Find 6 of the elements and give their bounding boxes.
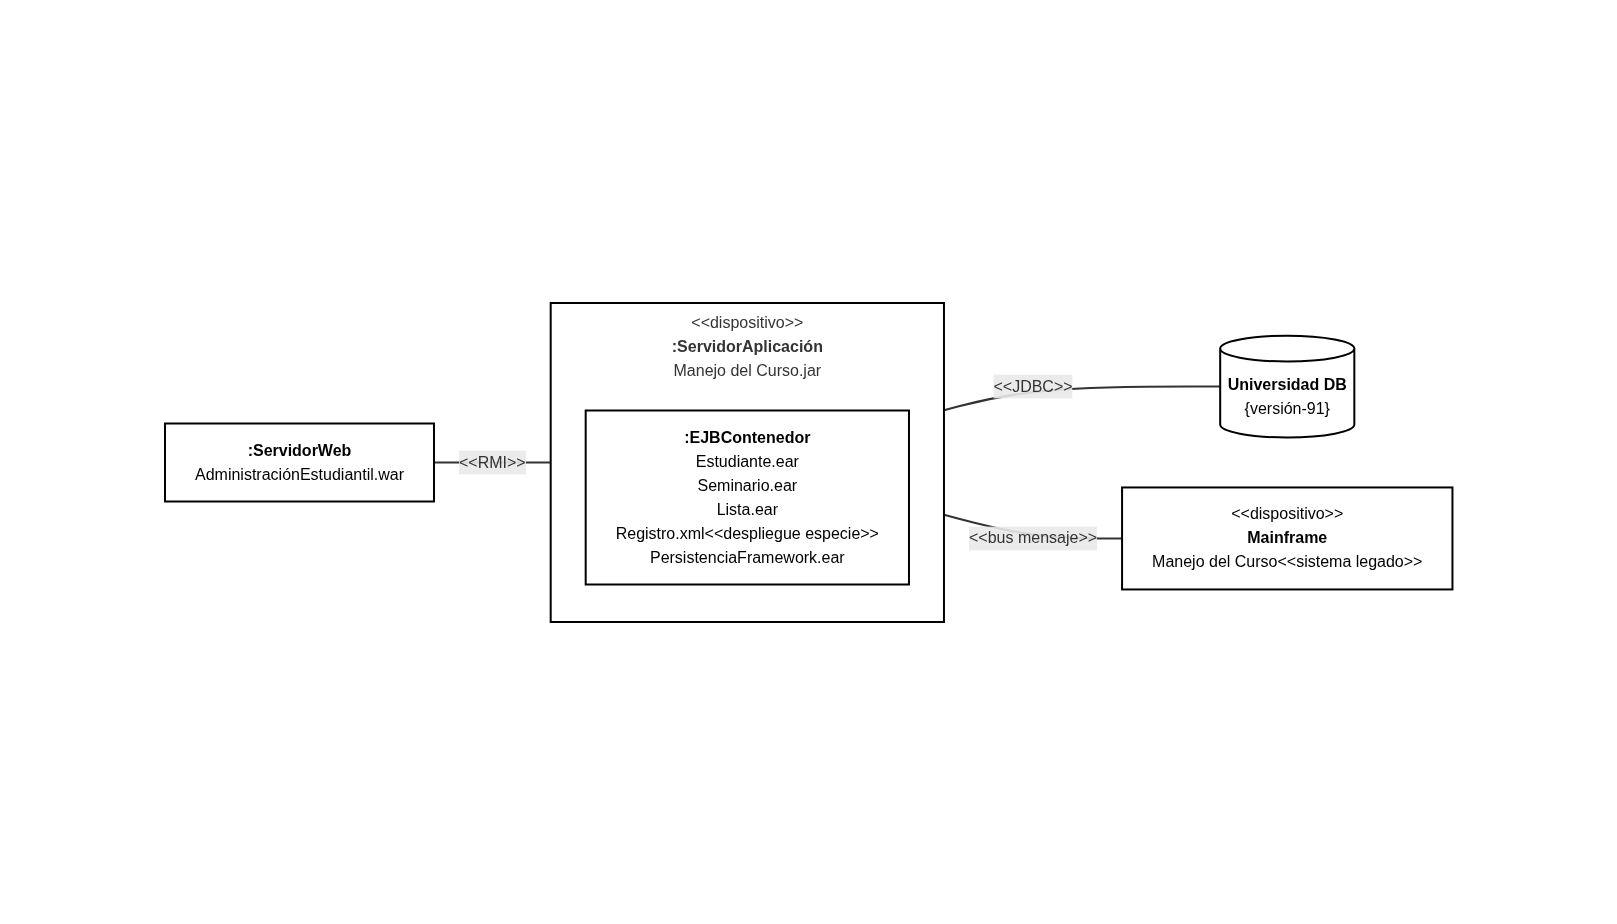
node-box: :EJBContenedor Estudiante.ear Seminario.ear Lista.ear Registro.xml<<despliegue especie>> PersistenciaFramework.ear bbox=[584, 409, 910, 585]
edge-label: <<JDBC>> bbox=[993, 377, 1073, 395]
node-box: :ServidorWeb AdministraciónEstudiantil.war bbox=[163, 422, 435, 502]
edge-label: <<bus mensaje>> bbox=[968, 528, 1097, 546]
edge-label: <<RMI>> bbox=[458, 453, 526, 470]
node-box: <<dispositivo>> Mainframe Manejo del Curso<<sistema legado>> bbox=[1120, 485, 1454, 590]
